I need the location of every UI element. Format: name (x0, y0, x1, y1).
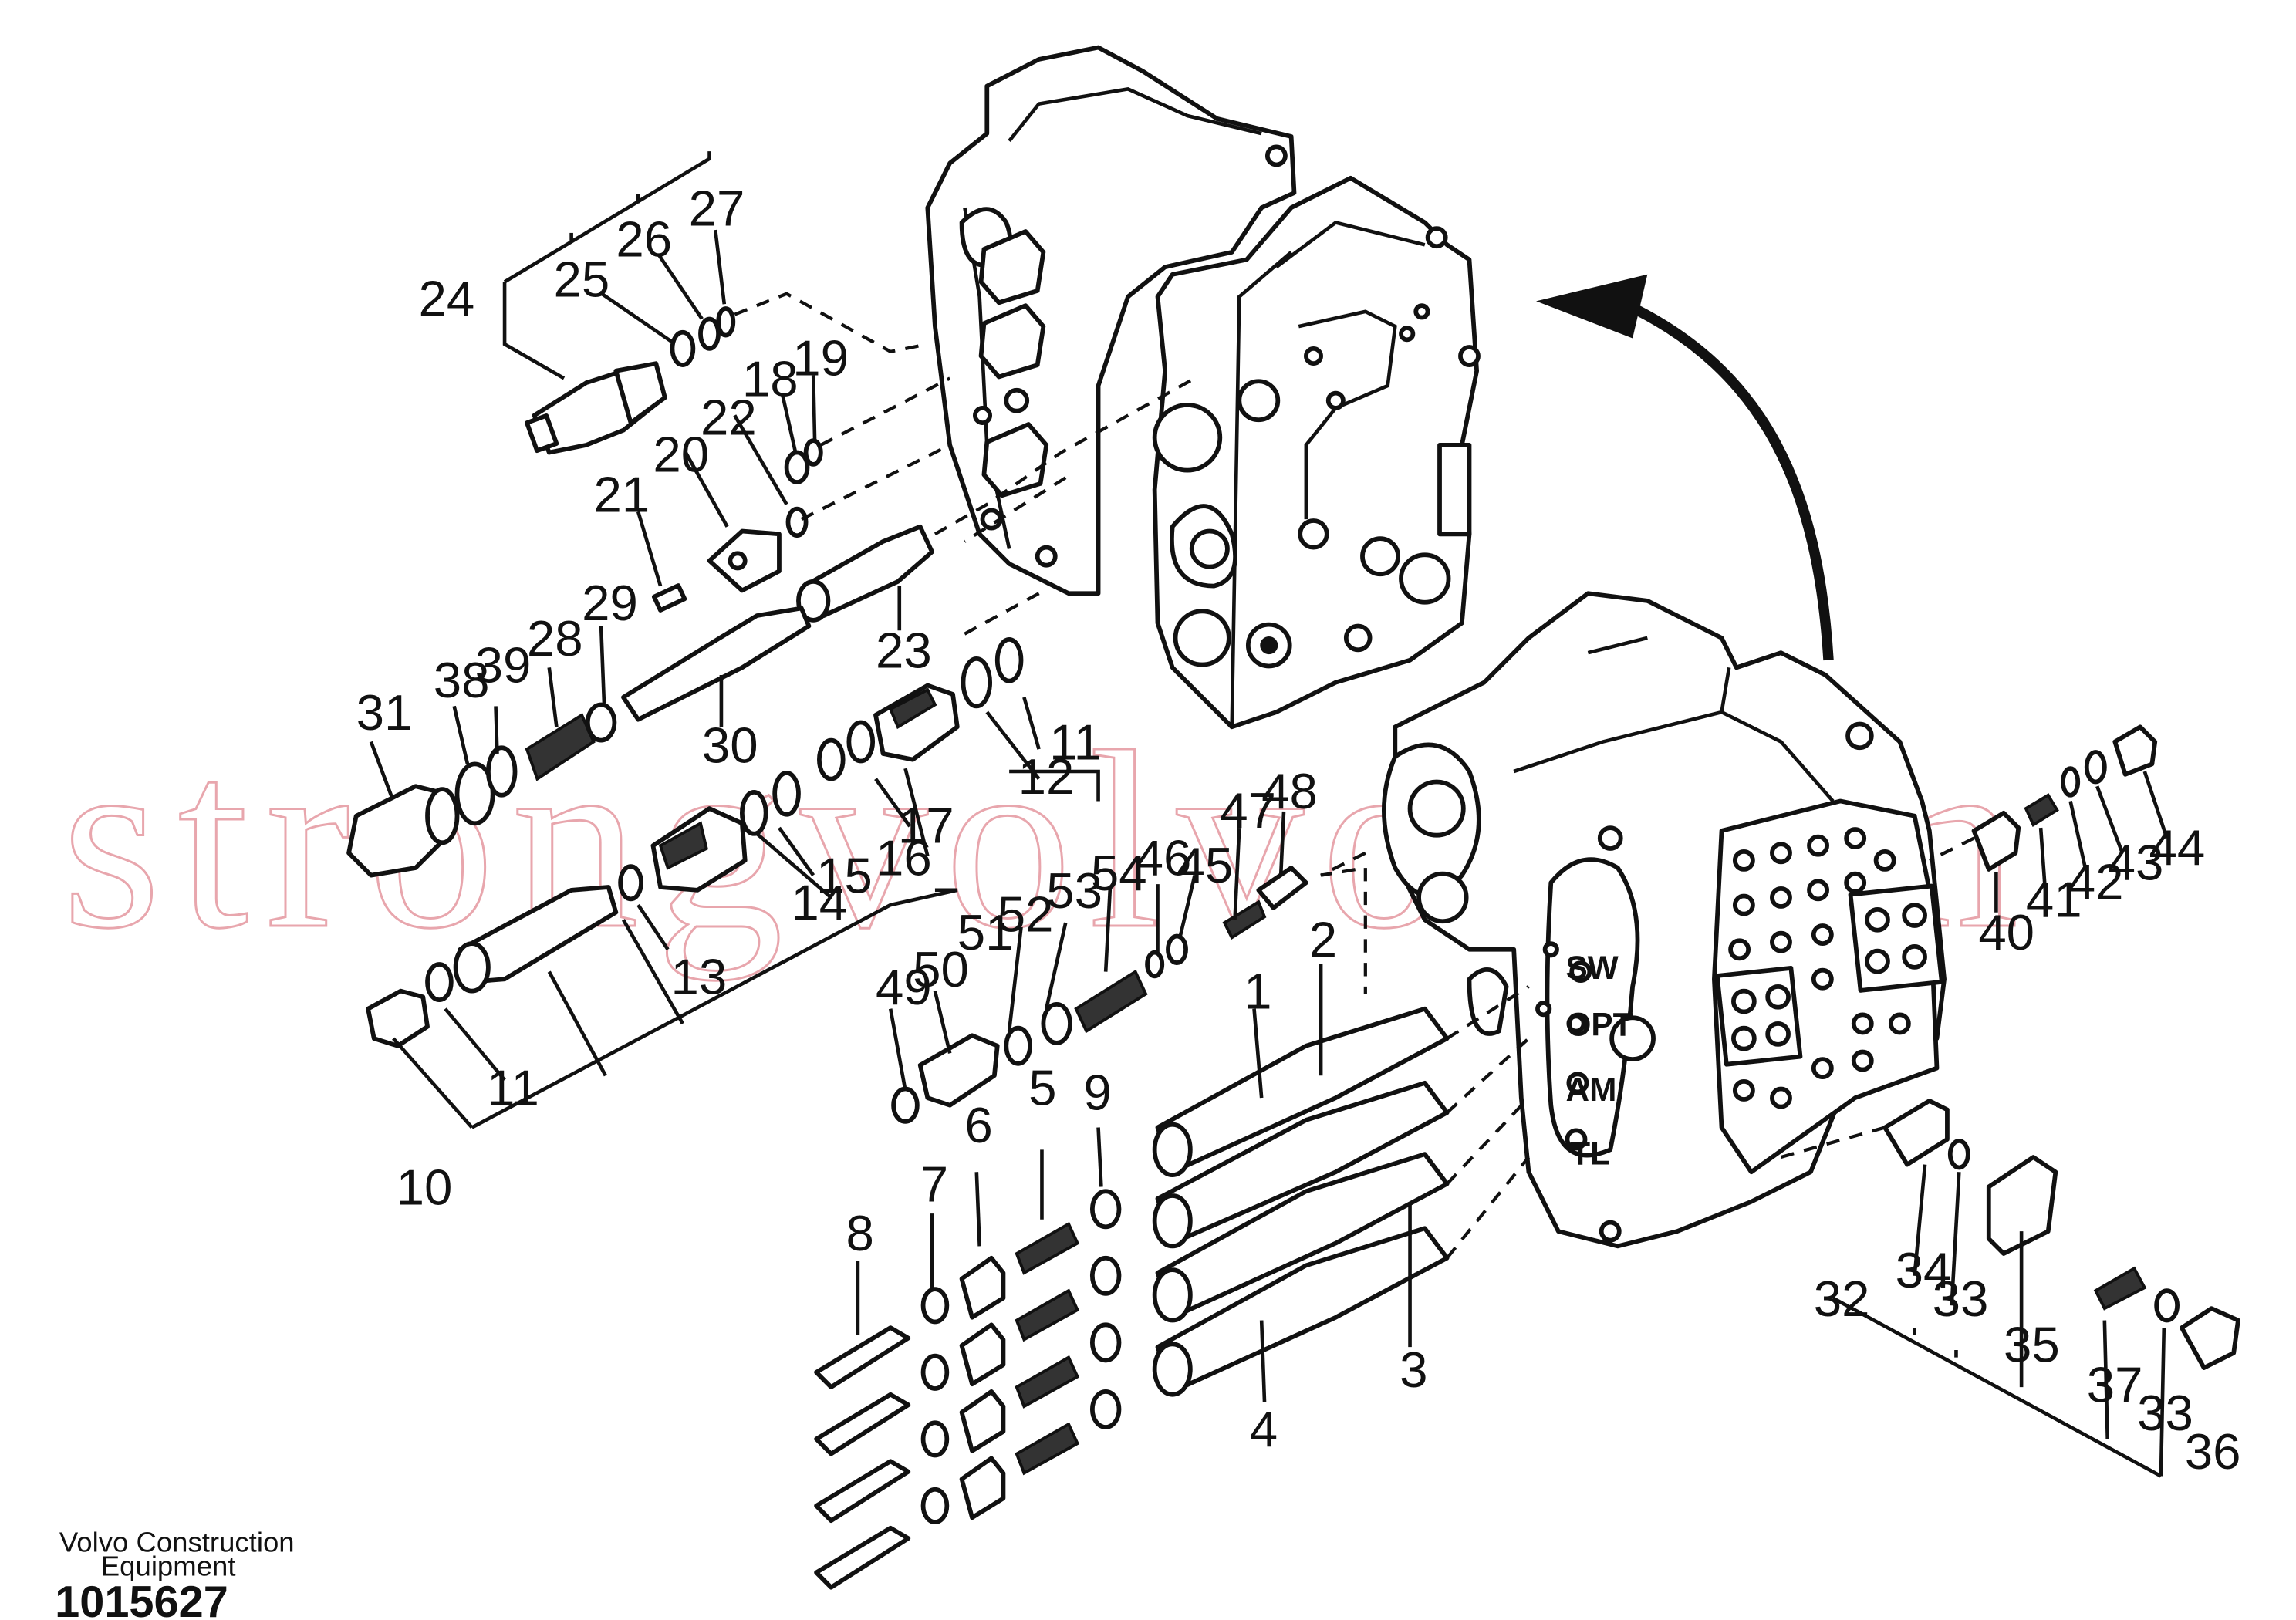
callout-42: 42 (2068, 853, 2124, 910)
seal-stack-11-17 (366, 476, 1100, 1129)
callout-8: 8 (846, 1205, 874, 1261)
callout-41: 41 (2026, 871, 2082, 927)
plug-stack-28-39 (346, 626, 617, 878)
callout-33a: 33 (1933, 1271, 1989, 1327)
callout-52: 52 (998, 886, 1054, 943)
callout-50: 50 (913, 941, 969, 997)
callout-38: 38 (434, 652, 490, 708)
callout-15: 15 (816, 848, 873, 904)
lower-valve-housing: SW OPT AM TL (1382, 591, 1947, 1249)
cover-plate-group (636, 375, 951, 613)
callout-6: 6 (964, 1097, 992, 1153)
callout-20: 20 (653, 427, 709, 483)
port-label-am: AM (1566, 1072, 1617, 1108)
callout-10: 10 (397, 1159, 453, 1216)
callout-33b: 33 (2137, 1385, 2193, 1441)
drawing-number: 1015627 (55, 1578, 228, 1620)
callout-27: 27 (689, 180, 745, 236)
port-label-sw: SW (1566, 950, 1619, 986)
callout-13: 13 (671, 948, 728, 1004)
spring-group-45-54 (888, 811, 1367, 1124)
callout-23: 23 (876, 622, 932, 678)
callout-48: 48 (1261, 763, 1318, 819)
port-label-opt: OPT (1566, 1006, 1633, 1042)
callout-54: 54 (1091, 845, 1147, 901)
callout-1: 1 (1244, 964, 1271, 1020)
callout-16: 16 (876, 830, 932, 886)
spool-row-3 (1152, 1152, 1450, 1323)
company-name-line2: Equipment (101, 1550, 236, 1581)
company-name-line1: Volvo Construction (59, 1527, 295, 1558)
callout-2: 2 (1309, 911, 1337, 967)
callout-37: 37 (2087, 1356, 2143, 1412)
callout-53: 53 (1046, 862, 1102, 919)
callout-44: 44 (2149, 819, 2206, 876)
callout-35: 35 (2004, 1316, 2060, 1372)
upper-valve-housing-rear (925, 45, 1297, 596)
callout-7: 7 (920, 1156, 948, 1213)
callout-32: 32 (1814, 1271, 1870, 1327)
callout-11a: 11 (487, 1060, 539, 1116)
callout-14: 14 (791, 874, 847, 930)
plug-group-40-44 (1928, 724, 2169, 913)
plug-group-32-37 (1780, 1099, 2240, 1478)
callout-46: 46 (1136, 830, 1192, 886)
drawing-footer: Volvo Construction Equipment 1015627 (55, 1527, 294, 1620)
callout-5: 5 (1028, 1060, 1056, 1116)
callout-39: 39 (475, 637, 532, 694)
callout-30: 30 (702, 717, 758, 773)
spool-assembly-23-30 (621, 376, 1196, 727)
upper-valve-housing-front (1152, 175, 1481, 730)
callout-40: 40 (1978, 904, 2034, 960)
spool-row-2 (1152, 1080, 1450, 1249)
callout-31: 31 (356, 684, 413, 741)
callout-25: 25 (554, 251, 610, 308)
callout-9: 9 (1083, 1064, 1111, 1120)
rotation-arrow (1536, 274, 1834, 661)
callout-45: 45 (1177, 837, 1234, 893)
callout-3: 3 (1400, 1342, 1427, 1398)
callout-43: 43 (2108, 834, 2164, 890)
callout-labels: 1 2 3 4 5 6 7 8 9 10 11 11 12 13 14 15 1… (356, 180, 2241, 1480)
callout-36: 36 (2185, 1423, 2241, 1480)
spring-column-5-9 (814, 1127, 1122, 1590)
callout-11b: 11 (1049, 714, 1102, 771)
callout-17: 17 (898, 797, 954, 853)
callout-18: 18 (742, 350, 799, 407)
callout-19: 19 (792, 330, 849, 386)
callout-22: 22 (701, 389, 757, 445)
main-spools-1-9 (814, 964, 1531, 1590)
callout-49: 49 (876, 959, 932, 1015)
relief-valve-group (502, 151, 928, 455)
callout-21: 21 (593, 466, 650, 522)
callout-34: 34 (1896, 1242, 1952, 1298)
callout-29: 29 (582, 575, 638, 631)
callout-51: 51 (957, 904, 1014, 960)
callout-47: 47 (1220, 782, 1276, 839)
callout-4: 4 (1250, 1401, 1278, 1457)
callout-26: 26 (616, 211, 672, 268)
callout-24: 24 (418, 271, 474, 327)
callout-28: 28 (527, 610, 583, 667)
port-label-tl: TL (1570, 1136, 1610, 1172)
callout-12: 12 (1018, 748, 1075, 805)
